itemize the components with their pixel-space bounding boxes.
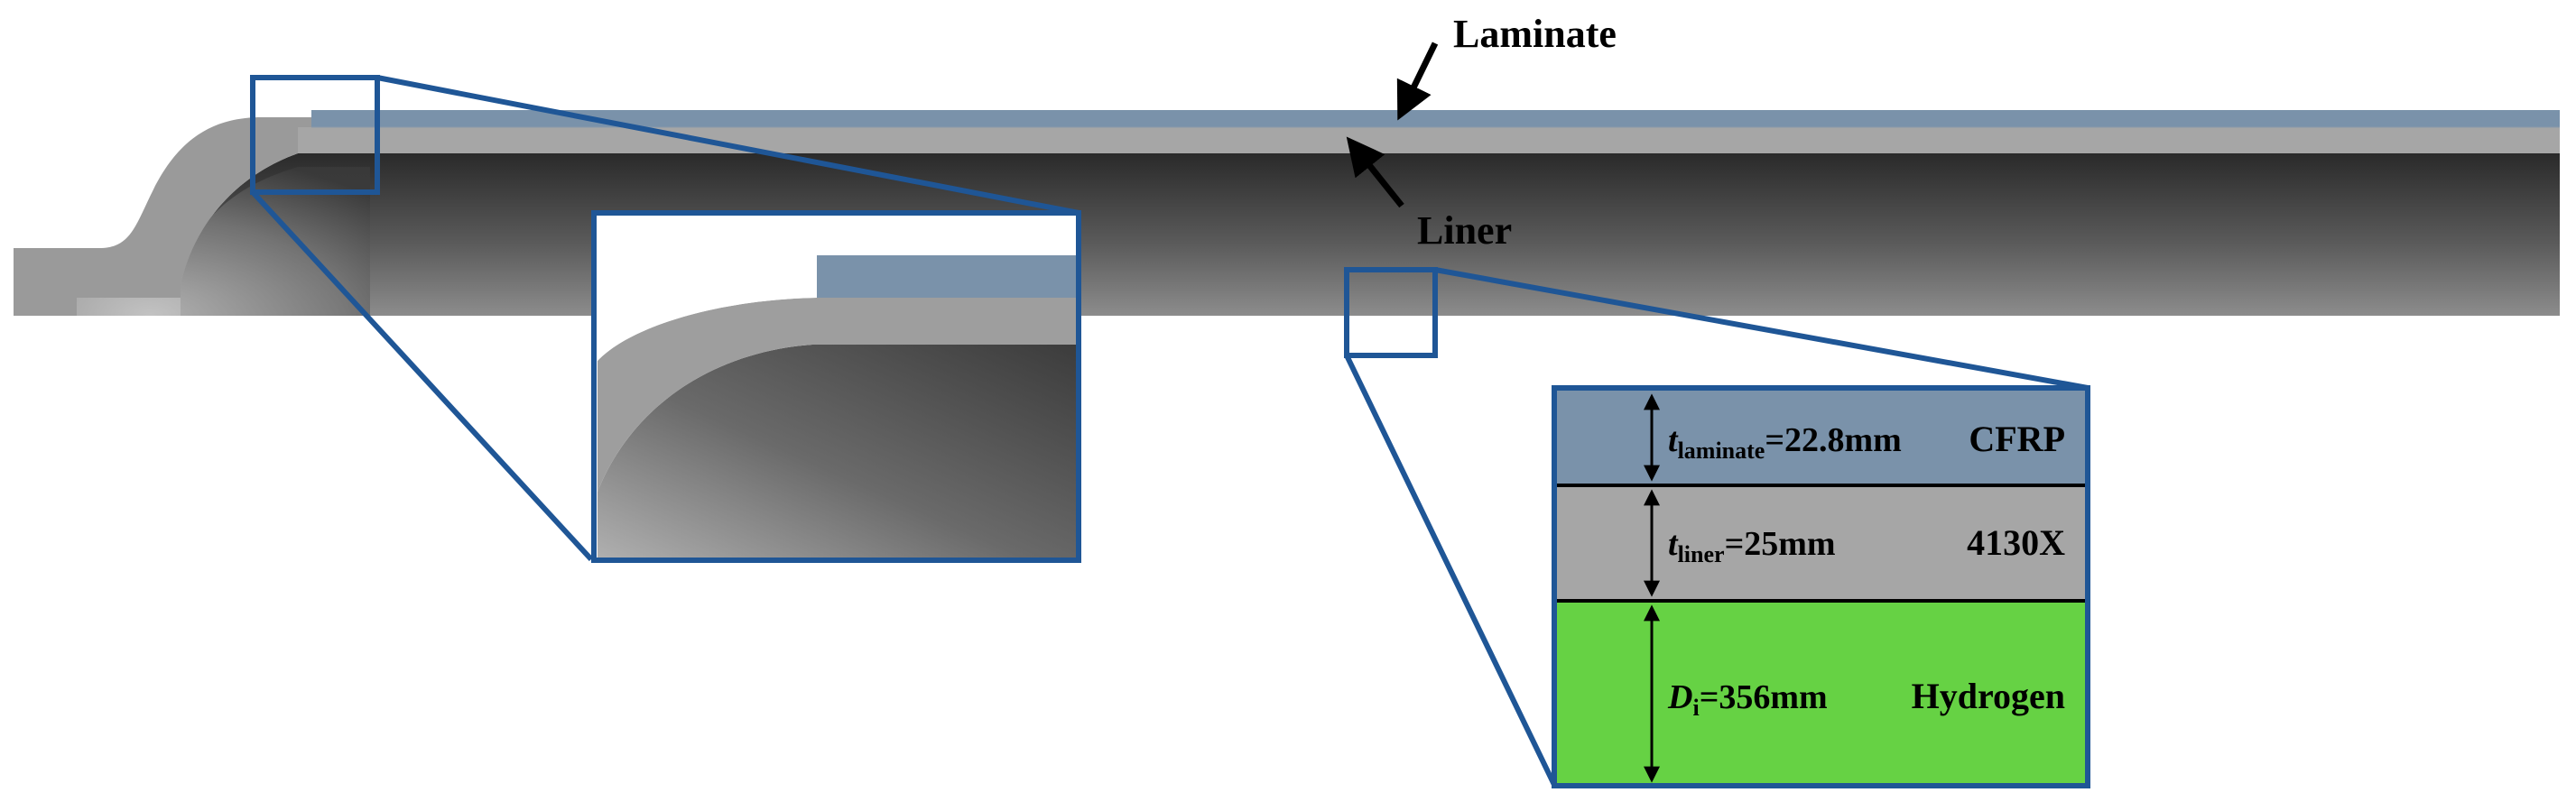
vessel-interior — [181, 153, 2560, 316]
vessel-cross-section — [14, 110, 2560, 316]
liner-layer — [298, 127, 2560, 153]
liner-callout: Liner — [1346, 136, 1512, 253]
laminate-thickness-label: tlaminate=22.8mm — [1668, 421, 1902, 464]
vessel-boss — [14, 117, 311, 316]
zoom-dome-panel — [591, 210, 1081, 563]
zoom-wall: tlaminate=22.8mm CFRP tliner=25mm 4130X … — [1344, 267, 2090, 788]
laminate-callout: Laminate — [1396, 12, 1617, 121]
zoom-dome-frame — [591, 210, 1081, 563]
layer-row-liner — [1554, 485, 2088, 601]
liner-arrow — [1346, 136, 1404, 208]
layer-table-frame — [1552, 385, 2090, 788]
laminate-arrow — [1396, 41, 1439, 121]
bore-material-label: Hydrogen — [1912, 676, 2065, 716]
laminate-material-label: CFRP — [1969, 419, 2065, 459]
liner-thickness-label: tliner=25mm — [1668, 525, 1836, 567]
zoom-wall-source-box — [1344, 267, 1438, 358]
laminate-label: Laminate — [1453, 12, 1617, 56]
liner-label: Liner — [1417, 208, 1512, 253]
zoom-dome-source-box — [250, 75, 380, 195]
vessel-neck-interior — [77, 167, 370, 316]
inner-diameter-label: Di=356mm — [1667, 678, 1828, 721]
laminate-layer — [311, 110, 2560, 127]
layer-row-bore — [1554, 601, 2088, 786]
zoom-dome — [250, 75, 1081, 563]
layer-table: tlaminate=22.8mm CFRP tliner=25mm 4130X … — [1552, 385, 2090, 788]
liner-material-label: 4130X — [1967, 522, 2065, 563]
layer-row-laminate — [1554, 388, 2088, 485]
